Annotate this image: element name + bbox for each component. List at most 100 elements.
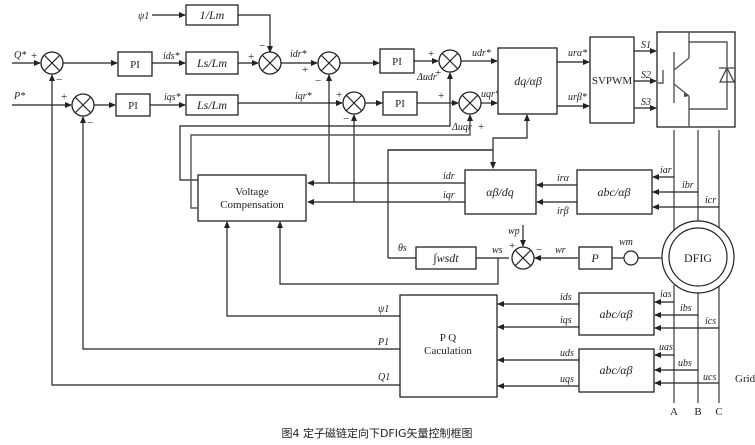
sign-plus: + [302, 64, 308, 76]
label-s1: S1 [641, 40, 651, 51]
label-p1: P1 [377, 337, 389, 348]
label-ubs: ubs [678, 358, 692, 369]
block-pq-calculation-label-1: P Q [440, 332, 456, 344]
block-pq-calculation-label-2: Caculation [424, 345, 472, 357]
sum-junction-idr [317, 51, 341, 75]
sign-minus: − [259, 40, 265, 52]
sign-minus: − [343, 113, 349, 125]
label-iqs: iqs [560, 315, 572, 326]
block-svpwm [589, 36, 635, 124]
sum-junction-p [71, 93, 95, 117]
label-delta-uqr: Δuqr [451, 122, 472, 133]
block-integrator-label: ∫wsdt [432, 251, 459, 265]
label-urb-ref: urβ* [568, 92, 587, 103]
wire-theta-to-dqab [492, 114, 530, 150]
block-dq-to-alphabeta [497, 47, 558, 115]
label-grid: Grid [735, 373, 755, 385]
label-theta-s: θs [398, 243, 407, 254]
sign-minus: − [56, 74, 62, 86]
label-udr-ref: udr* [472, 48, 491, 59]
label-q1: Q1 [378, 372, 390, 383]
block-ls-lm-d-label: Ls/Lm [196, 56, 227, 70]
block-abc-to-alphabeta-stator-i-label: abc/αβ [600, 307, 633, 321]
dfig-label: DFIG [684, 251, 712, 265]
label-ibr: ibr [682, 180, 694, 191]
sign-plus: + [61, 91, 67, 103]
block-voltage-compensation-label-1: Voltage [235, 186, 269, 198]
label-phase-b: B [694, 406, 701, 418]
block-abc-to-alphabeta-stator-u-label: abc/αβ [600, 363, 633, 377]
block-inverter [656, 31, 736, 128]
label-p-ref: P* [13, 91, 25, 102]
block-alphabeta-to-dq-label: αβ/dq [486, 185, 514, 199]
block-pi-iqr-label: PI [395, 98, 405, 110]
label-phase-c: C [715, 406, 722, 418]
block-svpwm-label: SVPWM [592, 75, 633, 87]
block-abc-to-alphabeta-stator-i [578, 292, 655, 336]
label-psi1-out: ψ1 [378, 304, 389, 315]
block-pole-pairs-label: P [590, 251, 599, 265]
sign-plus: + [336, 89, 342, 101]
igbt-icon [658, 32, 728, 127]
sum-junction-uqr [458, 91, 482, 115]
label-irb: irβ [557, 206, 569, 217]
sum-junction-udr [438, 49, 462, 73]
block-dq-to-alphabeta-label: dq/αβ [514, 74, 542, 88]
label-iqs-ref: iqs* [164, 92, 181, 103]
sum-junction-idr-ref [258, 51, 282, 75]
label-phase-a: A [670, 406, 678, 418]
label-wr: wr [555, 245, 566, 256]
label-uqr-ref: uqr* [481, 89, 500, 100]
dfig-machine [661, 220, 735, 294]
label-uds: uds [560, 348, 574, 359]
label-ids: ids [560, 292, 572, 303]
label-uas: uas [659, 342, 673, 353]
block-voltage-compensation [197, 174, 307, 222]
block-pq-calculation [399, 294, 498, 398]
sum-junction-q [40, 51, 64, 75]
sum-junction-iqr [342, 91, 366, 115]
speed-sensor-icon [623, 250, 639, 266]
sum-junction-speed [511, 246, 535, 270]
label-delta-udr: Δudr [416, 72, 437, 83]
sign-plus: + [509, 240, 515, 252]
sign-minus: − [87, 117, 93, 129]
label-uqs: uqs [560, 374, 574, 385]
label-iqr-ref: iqr* [295, 91, 312, 102]
block-abc-to-alphabeta-rotor [576, 169, 653, 215]
block-abc-to-alphabeta-rotor-label: abc/αβ [598, 185, 631, 199]
label-ibs: ibs [680, 303, 692, 314]
label-wm: wm [619, 237, 633, 248]
label-ids-ref: ids* [163, 51, 180, 62]
wire-p1 [80, 116, 400, 350]
block-pi-q [117, 51, 153, 77]
wire-ws-to-vc [277, 221, 499, 285]
label-idr: idr [443, 171, 455, 182]
label-q-ref: Q* [14, 50, 26, 61]
sign-plus: + [435, 67, 441, 79]
label-ws: ws [492, 245, 503, 256]
wire-q1 [49, 74, 400, 386]
sign-minus: − [315, 75, 321, 87]
label-s2: S2 [641, 70, 651, 81]
label-wp: wp [508, 226, 520, 237]
label-iqr: iqr [443, 190, 455, 201]
block-ls-lm-q-label: Ls/Lm [196, 98, 227, 112]
sign-plus: + [428, 48, 434, 60]
label-idr-ref: idr* [290, 49, 307, 60]
label-iar: iar [660, 165, 672, 176]
wire-inv-lm-out [238, 14, 273, 53]
sign-plus: + [478, 121, 484, 133]
label-s3: S3 [641, 97, 651, 108]
label-ics: ics [705, 316, 716, 327]
label-ura-ref: urα* [568, 48, 587, 59]
label-ucs: ucs [703, 372, 716, 383]
block-inv-lm-label: 1/Lm [200, 8, 225, 22]
block-pi-idr [379, 48, 415, 74]
block-ls-lm-q [185, 94, 239, 116]
block-pi-p-label: PI [128, 100, 138, 112]
sign-plus: + [438, 90, 444, 102]
diode-icon [718, 66, 736, 83]
block-voltage-compensation-label-2: Compensation [220, 199, 284, 211]
